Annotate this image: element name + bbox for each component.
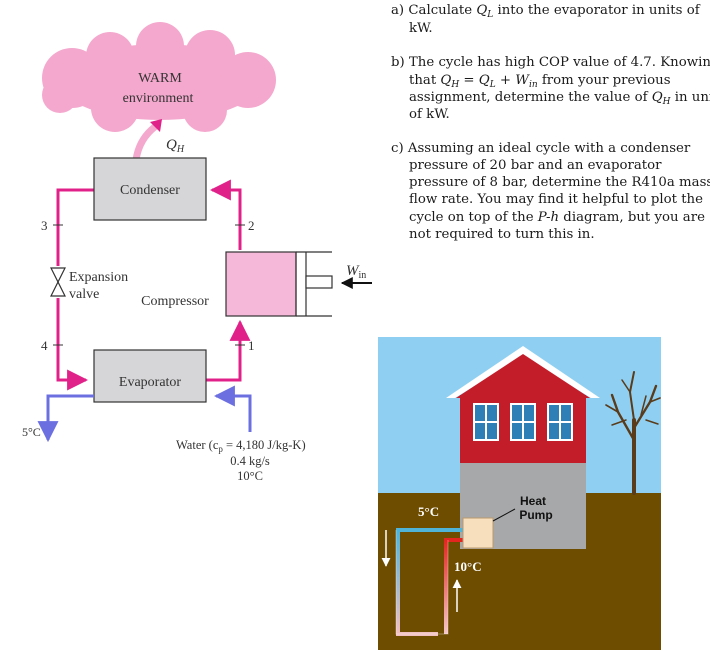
water-flow-label: 0.4 kg/s [230, 454, 270, 468]
qh-label: QH [166, 137, 185, 155]
water-outlet-line [37, 394, 94, 443]
qh-arrow [132, 123, 159, 161]
water-inlet-line [213, 385, 252, 432]
question-b-line4: of kW. [409, 107, 450, 122]
question-c-line6: not required to turn this in. [409, 227, 595, 242]
window-middle [510, 403, 536, 441]
heat-pump-label-1: Heat [520, 494, 546, 508]
state-2-label: 2 [248, 218, 255, 233]
window-right [547, 403, 573, 441]
heat-pump-box [462, 517, 494, 549]
line-condenser-to-valve [56, 188, 94, 266]
question-b-line1: b) The cycle has high COP value of 4.7. … [391, 55, 710, 70]
condenser-label: Condenser [120, 183, 180, 198]
state-4-label: 4 [41, 338, 48, 353]
questions: a) Calculate QL into the evaporator in u… [391, 3, 710, 242]
evaporator-label: Evaporator [119, 375, 182, 390]
roof [446, 346, 600, 398]
line-valve-to-evaporator [56, 298, 89, 391]
refrigerant-lines [56, 179, 251, 391]
qh-arrowhead [150, 119, 162, 132]
environment-label: environment [123, 91, 194, 106]
condenser-box [93, 157, 207, 221]
compressor-label: Compressor [141, 294, 209, 309]
gable [456, 354, 590, 398]
cold-temp-label: 5°C [418, 504, 439, 519]
expansion-label: Expansion [69, 270, 128, 285]
line-compressor-to-condenser [209, 179, 242, 250]
question-b-line3: assignment, determine the value of QH in… [409, 90, 710, 107]
window-left [473, 403, 499, 441]
ground-loop [396, 528, 463, 636]
win-label: Win [346, 263, 366, 281]
state-1-label: 1 [248, 338, 255, 353]
question-c-line1: c) Assuming an ideal cycle with a conden… [391, 141, 691, 156]
expansion-valve-icon [50, 267, 66, 297]
warm-temp-label: 10°C [454, 559, 482, 574]
compressor [225, 251, 333, 317]
valve-label: valve [69, 287, 99, 302]
refrigeration-cycle-diagram: WARM environment QH Condenser Evaporator [22, 22, 372, 483]
question-c-line2: pressure of 20 bar and an evaporator [409, 158, 662, 173]
water-spec-label: Water (cp = 4,180 J/kg-K) [176, 438, 306, 454]
warm-environment-cloud: WARM environment [42, 22, 276, 132]
bare-tree-icon [605, 371, 661, 495]
question-c-line4: flow rate. You may find it helpful to pl… [409, 192, 703, 207]
outlet-temp-label: 5°C [22, 425, 41, 439]
windows [473, 403, 573, 441]
question-c-line3: pressure of 8 bar, determine the R410a m… [409, 175, 710, 190]
heat-pump-label-2: Pump [519, 508, 552, 522]
question-a-line1: a) Calculate QL into the evaporator in u… [391, 3, 701, 20]
question-c-line5: cycle on top of the P-h diagram, but you… [409, 210, 705, 225]
water-lines [37, 385, 252, 443]
state-ticks [53, 224, 245, 346]
line-evaporator-to-compressor [206, 319, 251, 382]
question-b-line2: that QH = QL + Win from your previous [409, 73, 671, 90]
question-a-line2: kW. [409, 21, 433, 36]
warm-label: WARM [138, 71, 182, 86]
evaporator-box [93, 349, 207, 403]
heat-pump-leader [492, 508, 516, 522]
house-heat-pump-illustration: Heat Pump 5°C 10°C [378, 337, 661, 650]
state-3-label: 3 [41, 218, 48, 233]
water-temp-label: 10°C [237, 469, 263, 483]
